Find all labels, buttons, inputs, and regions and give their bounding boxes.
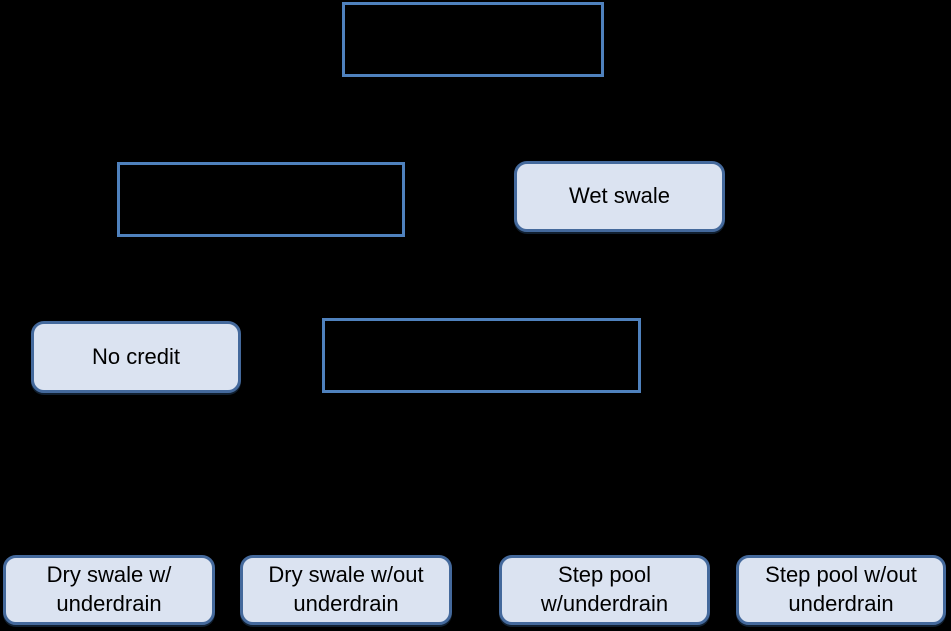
wet-swale-box: Wet swale <box>514 161 725 232</box>
node-label: Dry swale w/out underdrain <box>268 562 424 616</box>
node-label: Step pool w/out underdrain <box>765 562 917 616</box>
empty-box-row2 <box>117 162 405 237</box>
dry-swale-wout-underdrain-box: Dry swale w/out underdrain <box>240 555 452 625</box>
node-label: Dry swale w/ underdrain <box>46 562 172 616</box>
empty-box-top <box>342 2 604 77</box>
step-pool-wout-underdrain-box: Step pool w/out underdrain <box>736 555 946 625</box>
dry-swale-w-underdrain-box: Dry swale w/ underdrain <box>3 555 215 625</box>
step-pool-w-underdrain-box: Step pool w/underdrain <box>499 555 710 625</box>
node-label: Wet swale <box>568 183 671 209</box>
empty-box-row3 <box>322 318 641 393</box>
node-label: Step pool w/underdrain <box>540 562 669 616</box>
no-credit-box: No credit <box>31 321 241 393</box>
node-label: No credit <box>91 343 181 369</box>
